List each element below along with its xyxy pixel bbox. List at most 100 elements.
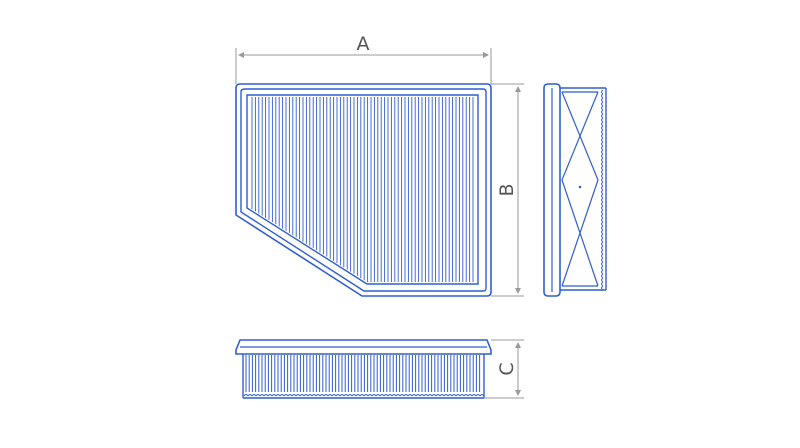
glue-bead-segment [255,394,261,397]
glue-bead-segment [415,394,421,397]
glue-bead-segment [303,394,309,397]
glue-bead-segment [601,241,604,247]
glue-bead-segment [247,394,253,397]
dimension-a-label: A [357,33,370,55]
dimension-a: A [235,33,492,84]
glue-bead-segment [367,394,373,397]
glue-bead-segment [291,394,297,397]
glue-bead-segment [439,394,445,397]
glue-bead-segment [295,394,301,397]
glue-bead-segment [601,177,604,183]
glue-bead-segment [601,129,604,135]
side-view-glue-bead [601,89,604,291]
glue-bead-segment [601,109,604,115]
glue-bead-segment [431,394,437,397]
glue-bead-segment [601,205,604,211]
glue-bead-segment [601,249,604,255]
glue-bead-segment [601,125,604,131]
glue-bead-segment [347,394,353,397]
glue-bead-segment [423,394,429,397]
glue-bead-segment [601,221,604,227]
glue-bead-segment [375,394,381,397]
glue-bead-segment [475,394,481,397]
glue-bead-segment [601,265,604,271]
glue-bead-segment [379,394,385,397]
glue-bead-segment [601,101,604,107]
glue-bead-segment [601,209,604,215]
glue-bead-segment [471,394,477,397]
glue-bead-segment [601,201,604,207]
front-view-glue-bead [243,394,485,397]
glue-bead-segment [311,394,317,397]
glue-bead-segment [479,394,485,397]
glue-bead-segment [287,394,293,397]
glue-bead-segment [601,261,604,267]
glue-bead-segment [601,165,604,171]
glue-bead-segment [263,394,269,397]
glue-bead-segment [601,137,604,143]
glue-bead-segment [601,237,604,243]
glue-bead-segment [601,257,604,263]
glue-bead-segment [601,89,604,95]
glue-bead-segment [601,161,604,167]
glue-bead-segment [601,229,604,235]
glue-bead-segment [419,394,425,397]
glue-bead-segment [467,394,473,397]
glue-bead-segment [601,105,604,111]
glue-bead-segment [601,269,604,275]
glue-bead-segment [251,394,257,397]
glue-bead-segment [383,394,389,397]
glue-bead-segment [601,133,604,139]
top-view-outer-frame [235,83,492,297]
glue-bead-segment [601,181,604,187]
glue-bead-segment [601,285,604,291]
glue-bead-segment [601,141,604,147]
glue-bead-segment [307,394,313,397]
dimension-b: B [491,83,524,297]
glue-bead-segment [399,394,405,397]
glue-bead-segment [447,394,453,397]
dimension-c: C [484,339,524,399]
glue-bead-segment [601,97,604,103]
glue-bead-segment [601,93,604,99]
glue-bead-segment [299,394,305,397]
glue-bead-segment [335,394,341,397]
glue-bead-segment [601,117,604,123]
glue-bead-segment [601,113,604,119]
glue-bead-segment [343,394,349,397]
glue-bead-segment [363,394,369,397]
side-view-center-mark [578,185,582,189]
dimension-c-label: C [496,362,518,375]
glue-bead-segment [601,145,604,151]
glue-bead-segment [271,394,277,397]
glue-bead-segment [395,394,401,397]
glue-bead-segment [359,394,365,397]
top-view-inner-frame [240,88,487,292]
top-view-pleats [251,97,474,282]
glue-bead-segment [351,394,357,397]
glue-bead-segment [451,394,457,397]
glue-bead-segment [259,394,265,397]
glue-bead-segment [275,394,281,397]
glue-bead-segment [387,394,393,397]
top-view [235,83,492,297]
glue-bead-segment [601,173,604,179]
glue-bead-segment [371,394,377,397]
glue-bead-segment [601,169,604,175]
glue-bead-segment [601,157,604,163]
glue-bead-segment [427,394,433,397]
glue-bead-segment [601,253,604,259]
glue-bead-segment [601,277,604,283]
glue-bead-segment [601,225,604,231]
glue-bead-segment [601,217,604,223]
glue-bead-segment [601,213,604,219]
glue-bead-segment [435,394,441,397]
glue-bead-segment [601,273,604,279]
glue-bead-segment [279,394,285,397]
glue-bead-segment [601,121,604,127]
glue-bead-segment [459,394,465,397]
front-view-frame [235,339,492,355]
glue-bead-segment [411,394,417,397]
glue-bead-segment [355,394,361,397]
